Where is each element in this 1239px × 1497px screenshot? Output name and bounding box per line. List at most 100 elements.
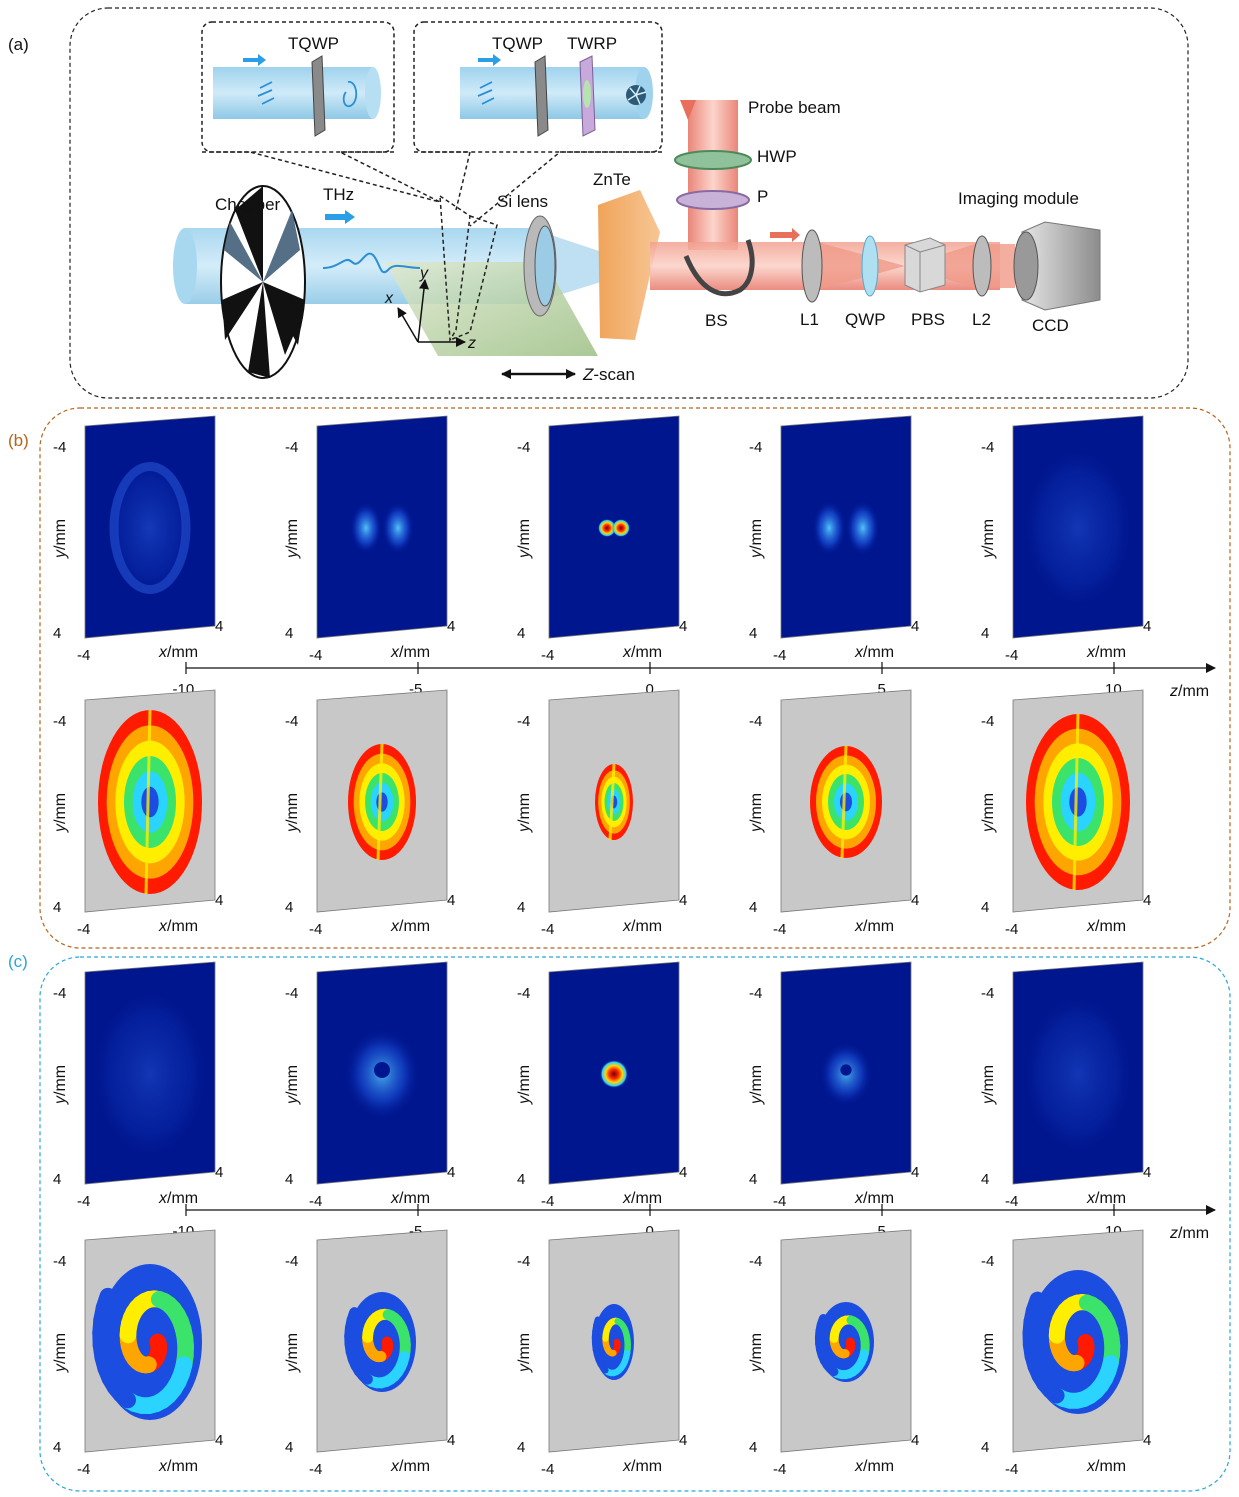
x-tick-right: 4 [911, 892, 919, 909]
y-tick-bottom: 4 [53, 1439, 61, 1456]
x-tick-right: 4 [679, 1164, 687, 1181]
znte-label: ZnTe [593, 170, 631, 189]
y-axis-label: y/mm [52, 1333, 69, 1373]
y-tick-bottom: 4 [517, 1439, 525, 1456]
ccd-camera [1013, 221, 1101, 311]
y-tick-bottom: 4 [981, 625, 989, 642]
y-tick-top: -4 [749, 985, 762, 1002]
axis-y-label: y [419, 265, 429, 282]
x-tick-right: 4 [911, 618, 919, 635]
y-tick-bottom: 4 [749, 899, 757, 916]
phase-map-5: -44-44x/mmy/mm [980, 1229, 1151, 1478]
phase-band [1069, 787, 1087, 817]
l2-label: L2 [972, 310, 991, 329]
intensity-map-4: -44-44x/mmy/mm [748, 415, 919, 664]
phase-discontinuity [376, 743, 384, 861]
phase-map-3: -44-44x/mmy/mm [516, 1229, 687, 1478]
x-tick-left: -4 [541, 647, 554, 664]
x-tick-left: -4 [77, 1193, 90, 1210]
intensity-map-2: -44-44x/mmy/mm [284, 415, 455, 664]
phase-map-2: -44-44x/mmy/mm [284, 689, 455, 938]
y-tick-bottom: 4 [53, 899, 61, 916]
x-axis-label: x/mm [158, 918, 198, 935]
panel-b: (b) -44-44x/mmy/mm-44-44x/mmy/mm-44-44x/… [8, 407, 1231, 949]
x-axis-label: x/mm [158, 1458, 198, 1475]
phase-spiral-segment [1025, 1291, 1046, 1319]
panel-a-border [69, 7, 1189, 399]
x-axis-label: x/mm [1086, 918, 1126, 935]
phase-discontinuity [1072, 713, 1080, 891]
intensity-core [374, 1062, 390, 1078]
axis-x-label: x [384, 290, 394, 307]
x-tick-left: -4 [77, 1461, 90, 1478]
intensity-map-3: -44-44x/mmy/mm [516, 961, 687, 1210]
y-tick-top: -4 [981, 713, 994, 730]
chopper-wheel [220, 185, 306, 379]
lens-l1 [801, 229, 823, 303]
x-axis-label: x/mm [854, 1190, 894, 1207]
map-plane [780, 415, 912, 639]
y-tick-top: -4 [53, 1253, 66, 1270]
y-axis-label: y/mm [748, 1065, 765, 1105]
y-tick-top: -4 [981, 439, 994, 456]
x-tick-right: 4 [911, 1164, 919, 1181]
intensity-peak [600, 1060, 628, 1088]
x-tick-right: 4 [679, 618, 687, 635]
lens-l2 [972, 235, 992, 297]
panel-c-border [39, 956, 1231, 1492]
qwp-label: QWP [845, 310, 886, 329]
y-tick-bottom: 4 [749, 1439, 757, 1456]
inset2-twrp-label: TWRP [567, 34, 617, 53]
y-axis-label: y/mm [980, 519, 997, 559]
intensity-lobe [846, 500, 880, 556]
x-axis-label: x/mm [1086, 1190, 1126, 1207]
x-tick-left: -4 [541, 1193, 554, 1210]
phase-map-2: -44-44x/mmy/mm [284, 1229, 455, 1478]
hwp-label: HWP [757, 147, 797, 166]
x-tick-left: -4 [309, 921, 322, 938]
phase-spiral-segment [816, 1314, 828, 1329]
map-plane [316, 415, 448, 639]
y-axis-label: y/mm [284, 1333, 301, 1373]
qwp-plate [861, 235, 879, 297]
ccd-label: CCD [1032, 316, 1069, 335]
x-tick-right: 4 [215, 892, 223, 909]
x-tick-left: -4 [541, 921, 554, 938]
thz-label: THz [323, 185, 354, 204]
phase-discontinuity [840, 745, 848, 859]
x-tick-left: -4 [77, 647, 90, 664]
y-tick-bottom: 4 [517, 899, 525, 916]
y-tick-top: -4 [749, 713, 762, 730]
y-axis-label: y/mm [284, 1065, 301, 1105]
intensity-lobe [812, 500, 846, 556]
intensity-map-1: -44-44x/mmy/mm [52, 961, 223, 1210]
y-axis-label: y/mm [980, 1333, 997, 1373]
x-tick-right: 4 [679, 1432, 687, 1449]
x-tick-left: -4 [773, 1461, 786, 1478]
y-axis-label: y/mm [52, 793, 69, 833]
znte-crystal [598, 190, 660, 340]
z-tick-label: 5 [878, 1223, 886, 1240]
y-tick-bottom: 4 [749, 1171, 757, 1188]
phase-spiral-segment [593, 1316, 602, 1329]
panel-b-intensity-row: -44-44x/mmy/mm-44-44x/mmy/mm-44-44x/mmy/… [52, 415, 1151, 664]
x-axis-label: x/mm [854, 918, 894, 935]
x-tick-right: 4 [447, 892, 455, 909]
phase-map-1: -44-44x/mmy/mm [52, 1229, 223, 1478]
imaging-module-label: Imaging module [958, 189, 1079, 208]
l1-label: L1 [800, 310, 819, 329]
intensity-map-1: -44-44x/mmy/mm [52, 415, 223, 664]
hwp-plate [674, 150, 752, 170]
y-axis-label: y/mm [516, 793, 533, 833]
z-axis-label: z/mm [1169, 1225, 1209, 1242]
y-axis-label: y/mm [516, 1333, 533, 1373]
y-tick-top: -4 [749, 1253, 762, 1270]
x-tick-right: 4 [215, 1164, 223, 1181]
panel-a-label: (a) [8, 35, 29, 54]
y-tick-top: -4 [517, 439, 530, 456]
x-tick-right: 4 [679, 892, 687, 909]
y-tick-top: -4 [285, 985, 298, 1002]
x-axis-label: x/mm [1086, 644, 1126, 661]
bs-label: BS [705, 311, 728, 330]
